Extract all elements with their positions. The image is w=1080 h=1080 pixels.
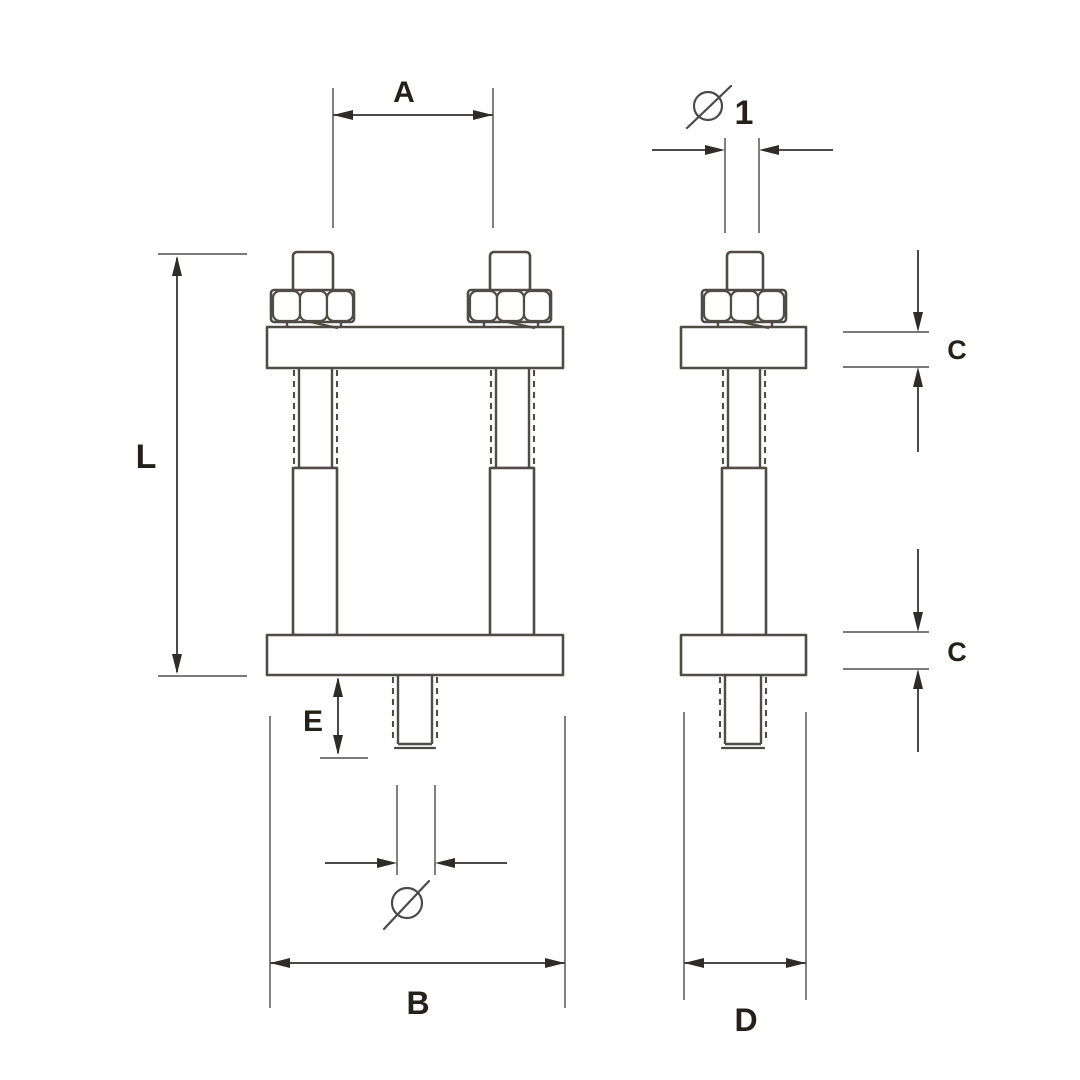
label-l: L [136, 438, 157, 476]
chamfer-line [736, 319, 770, 330]
arrowhead-left [333, 110, 353, 120]
arrowhead-right [705, 145, 725, 155]
label-c-top: C [947, 335, 967, 365]
hex-nut-face [298, 289, 329, 323]
shank-outline [726, 368, 762, 468]
arrowhead-left [684, 958, 704, 968]
extension-tick [843, 331, 929, 368]
hex-nut-face [495, 289, 526, 323]
arrowhead-right [473, 110, 493, 120]
hex-nut-face [702, 289, 733, 323]
thread-line [721, 370, 767, 466]
side-stud [718, 675, 768, 750]
dimension-a: A [332, 76, 494, 228]
front-view: A L E Ø [136, 76, 566, 1021]
arrowhead-left [435, 858, 455, 868]
thread-line [489, 370, 536, 466]
thread-line [391, 677, 439, 738]
arrowhead-up [913, 367, 923, 387]
diameter-symbol-icon [382, 879, 431, 931]
hex-nut-face [522, 289, 552, 323]
extension-line [269, 716, 566, 1008]
dimension-c-bottom: C [843, 549, 967, 752]
washer-tick [716, 322, 774, 328]
dimension-l: L [136, 253, 247, 677]
dimension-b: B [269, 716, 566, 1021]
arrowhead-down [172, 654, 182, 674]
arrowhead-left [270, 958, 290, 968]
thread-line [292, 370, 339, 466]
label-dia1-number: 1 [735, 94, 754, 132]
arrowhead-left [759, 145, 779, 155]
dimension-d: D [683, 712, 807, 1038]
chamfer-line [305, 319, 339, 330]
front-bottom-plate [265, 633, 565, 677]
bolt-sleeve [720, 466, 768, 637]
hex-nut-face [756, 289, 786, 323]
arrowhead-down [913, 312, 923, 332]
front-center-stud [391, 675, 439, 750]
dimension-c-top: C [843, 250, 967, 452]
chamfer-line [502, 319, 536, 330]
extension-line [683, 712, 807, 1000]
diameter-slash [685, 84, 733, 130]
side-bottom-plate [679, 633, 808, 677]
arrowhead-right [786, 958, 806, 968]
arrowhead-down [913, 612, 923, 632]
arrowhead-up [172, 256, 182, 276]
label-a: A [393, 76, 415, 109]
bolt-head [725, 250, 765, 294]
extension-line [332, 88, 494, 228]
shank-outline [297, 368, 334, 468]
front-top-plate [265, 325, 565, 370]
hex-nut-face [729, 289, 760, 323]
extension-line [396, 785, 436, 875]
diameter-circle [692, 90, 724, 122]
side-bolt-shank [720, 368, 768, 637]
extension-line [724, 138, 760, 233]
side-view: Ø 1 C C [652, 84, 967, 1038]
label-c-bottom: C [947, 637, 967, 667]
extension-tick [843, 631, 929, 670]
hex-nut-face [271, 289, 302, 323]
thread-line [718, 677, 768, 738]
label-e: E [303, 705, 323, 738]
extension-tick [158, 253, 247, 677]
arrowhead-right [377, 858, 397, 868]
diameter-circle [390, 886, 424, 920]
shank-outline [494, 368, 531, 468]
dimension-dia-stud: Ø [325, 785, 507, 931]
label-b: B [406, 985, 429, 1021]
arrowhead-up [333, 677, 343, 697]
hex-nut-face [325, 289, 355, 323]
front-right-bolt-shank [488, 368, 536, 637]
bolt-head [488, 250, 532, 294]
washer-tick [482, 322, 540, 328]
arrowhead-up [913, 669, 923, 689]
side-bolt-head [700, 250, 788, 330]
diameter-symbol-icon [685, 84, 733, 130]
front-left-bolt-head [269, 250, 356, 330]
arrowhead-down [333, 735, 343, 755]
washer-tick [285, 322, 343, 328]
side-top-plate [679, 325, 808, 370]
stud-outline [396, 675, 434, 746]
bolt-sleeve [291, 466, 339, 637]
bolt-sleeve [488, 466, 536, 637]
stud-outline [723, 675, 763, 746]
front-right-bolt-head [466, 250, 553, 330]
label-d: D [734, 1002, 757, 1038]
dimension-e: E [303, 677, 368, 759]
hex-nut-face [468, 289, 499, 323]
diameter-slash [382, 879, 431, 931]
arrowhead-right [545, 958, 565, 968]
bolt-head [291, 250, 335, 294]
dimension-dia1: Ø 1 [652, 84, 833, 233]
front-left-bolt-shank [291, 368, 339, 637]
